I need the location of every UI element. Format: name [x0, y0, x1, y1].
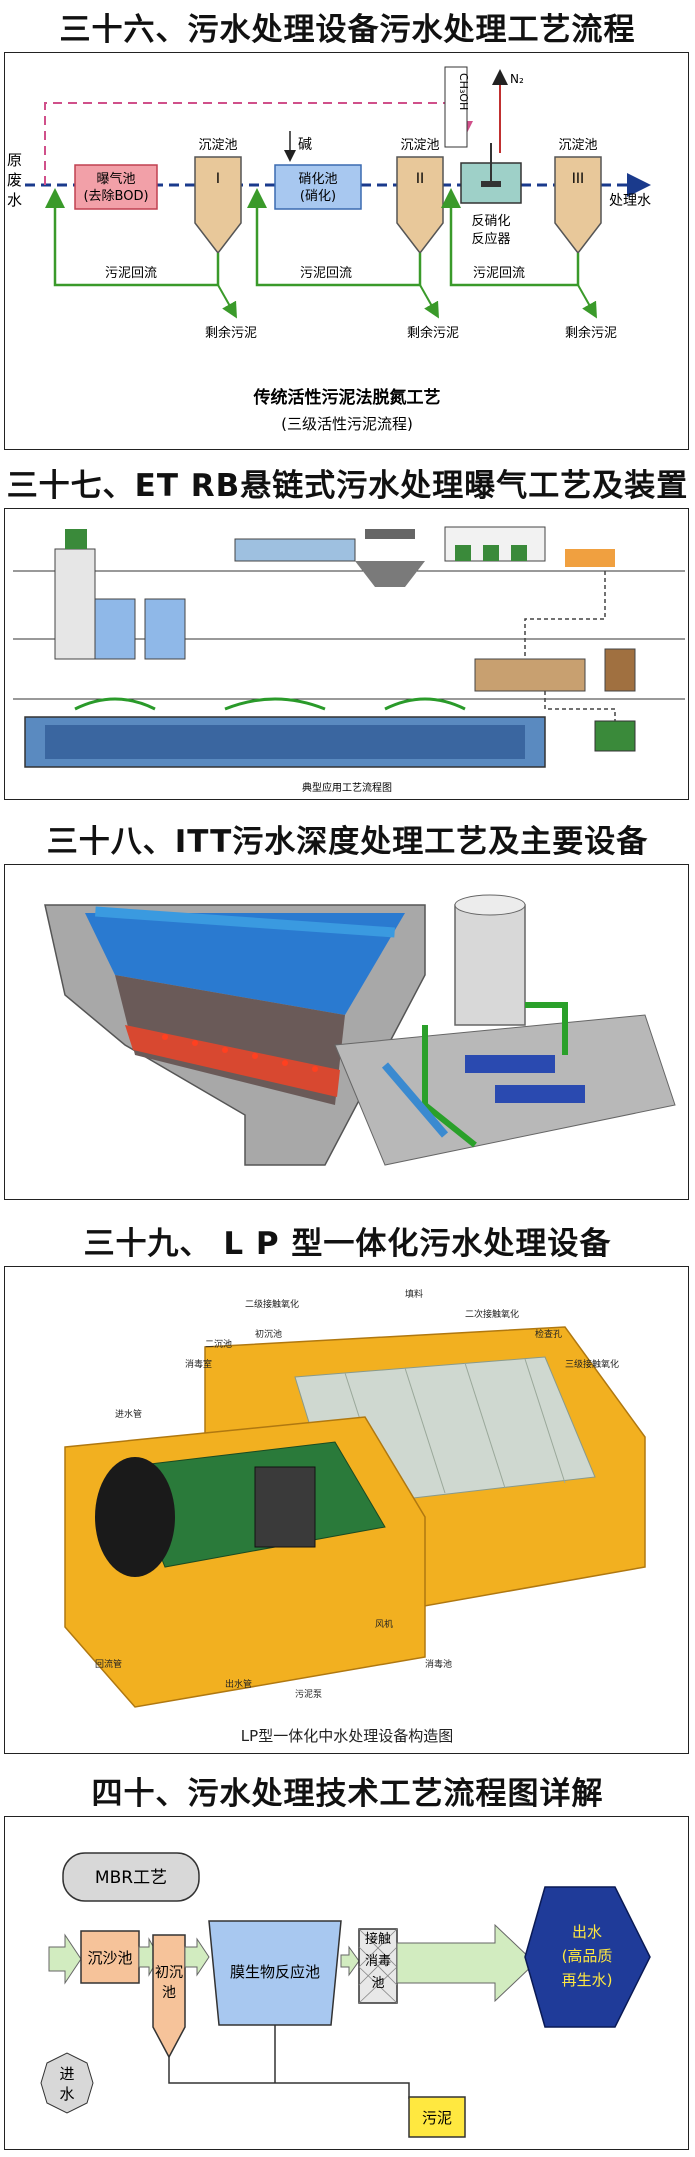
- grit-chamber-label: 沉沙池: [87, 1949, 132, 1967]
- mbr-label: MBR工艺: [95, 1868, 167, 1888]
- panel-lp-integrated: 二级接触氧化 填料 二次接触氧化 初沉池 二沉池 消毒室 检查孔 三级接触氧化 …: [4, 1266, 689, 1754]
- storage-silo: [454, 904, 526, 1026]
- section-title-36: 三十六、污水处理设备污水处理工艺流程: [59, 12, 636, 48]
- sludge-return-label-1: 污泥回流: [105, 266, 157, 281]
- nitrification-tank: [274, 164, 362, 210]
- denitrification-label: 反硝化反应器: [471, 214, 510, 247]
- tank-numeral-2: II: [416, 171, 424, 187]
- nitrification-tank-label: 硝化池(硝化): [298, 172, 337, 204]
- activated-sludge-diagram: 原废水 曝气池(去除BOD) 沉淀池 I 碱 硝化池(硝化) 沉淀池 II CH…: [7, 66, 651, 433]
- panel-itt-treatment: [4, 864, 689, 1200]
- alkali-label: 碱: [298, 137, 312, 153]
- section-title-38: 三十八、ITT污水深度处理工艺及主要设备: [46, 824, 649, 860]
- grit-chamber: [80, 1930, 140, 1984]
- excess-sludge-label-3: 剩余污泥: [565, 325, 617, 341]
- settling-label-1: 沉淀池: [198, 138, 237, 153]
- inlet-node: [40, 2052, 94, 2114]
- primary-tank: [152, 1934, 186, 2059]
- sludge-return-label-2: 污泥回流: [300, 266, 352, 281]
- inlet-well: [54, 548, 96, 660]
- panel-etrb-aeration: 典型应用工艺流程图: [4, 508, 689, 800]
- svg-text:出水管: 出水管: [225, 1678, 252, 1690]
- section-title-39: 三十九、 L P 型一体化污水处理设备: [83, 1226, 612, 1262]
- mbr-badge: [62, 1852, 200, 1902]
- pump-2: [495, 1085, 585, 1103]
- outlet-label: 出水(高品质再生水): [562, 1923, 613, 1989]
- pump-1: [465, 1055, 555, 1073]
- outlet-node: [524, 1886, 651, 2028]
- settling-tank-1: [194, 156, 242, 255]
- section-title-40: 四十、污水处理技术工艺流程图详解: [91, 1776, 604, 1812]
- lp-part-labels: 二级接触氧化 填料 二次接触氧化 初沉池 二沉池 消毒室 检查孔 三级接触氧化 …: [95, 1288, 619, 1700]
- sludge-box: [408, 2096, 466, 2138]
- panel-activated-sludge-flow: 原废水 曝气池(去除BOD) 沉淀池 I 碱 硝化池(硝化) 沉淀池 II CH…: [4, 52, 689, 450]
- svg-text:二级接触氧化: 二级接触氧化: [245, 1298, 299, 1310]
- svg-text:三级接触氧化: 三级接触氧化: [565, 1358, 619, 1370]
- clarifier-top: [234, 538, 356, 562]
- diagram-caption-title: 传统活性污泥法脱氮工艺: [253, 387, 441, 408]
- nitrogen-label: N₂: [510, 72, 524, 86]
- middle-tank: [474, 658, 586, 692]
- svg-text:初沉池: 初沉池: [255, 1328, 282, 1340]
- svg-text:回流管: 回流管: [95, 1658, 122, 1670]
- excess-sludge-label-2: 剩余污泥: [407, 325, 459, 341]
- inlet-label: 进水: [59, 2065, 74, 2103]
- tank-numeral-1: I: [216, 171, 220, 187]
- svg-text:消毒池: 消毒池: [425, 1658, 452, 1670]
- svg-text:填料: 填料: [405, 1288, 423, 1300]
- water-surface: [85, 913, 405, 1015]
- svg-text:检查孔: 检查孔: [535, 1328, 562, 1340]
- diagram-caption-subtitle: (三级活性污泥流程): [281, 415, 413, 433]
- lp-equipment-illustration: 二级接触氧化 填料 二次接触氧化 初沉池 二沉池 消毒室 检查孔 三级接触氧化 …: [5, 1267, 688, 1753]
- svg-text:二沉池: 二沉池: [205, 1338, 232, 1350]
- membrane-bioreactor: [208, 1920, 342, 2026]
- disinfection-label: 接触消毒池: [365, 1931, 391, 1991]
- outlet-arrow: [396, 1923, 536, 2003]
- settling-tank-3: [554, 156, 602, 255]
- svg-text:二次接触氧化: 二次接触氧化: [465, 1308, 519, 1320]
- svg-text:污泥泵: 污泥泵: [295, 1688, 322, 1700]
- excess-sludge-label-1: 剩余污泥: [205, 325, 257, 341]
- membrane-bioreactor-label: 膜生物反应池: [230, 1963, 320, 1981]
- methanol-feed-box: [444, 66, 468, 148]
- methanol-label: CH₃OH: [457, 73, 470, 110]
- end-cap: [95, 1457, 175, 1577]
- settling-tank-2: [396, 156, 444, 255]
- etrb-process-diagram: 典型应用工艺流程图: [13, 526, 685, 794]
- sludge-return-1: [45, 188, 220, 287]
- blower: [594, 720, 636, 752]
- svg-text:风机: 风机: [375, 1618, 393, 1630]
- raw-water-label: 原废水: [7, 151, 22, 209]
- svg-text:进水管: 进水管: [115, 1408, 142, 1420]
- svg-text:消毒室: 消毒室: [185, 1358, 212, 1370]
- etrb-caption: 典型应用工艺流程图: [302, 781, 392, 794]
- itt-equipment-illustration: [44, 894, 676, 1166]
- settling-label-3: 沉淀池: [558, 138, 597, 153]
- settling-label-2: 沉淀池: [400, 138, 439, 153]
- sludge-return-label-3: 污泥回流: [473, 266, 525, 281]
- tank-numeral-3: III: [572, 171, 584, 187]
- primary-tank-label: 初沉池: [155, 1964, 183, 2001]
- mbr-process-diagram: MBR工艺 沉沙池 初沉池 膜生物反应池 接触消毒池 出水(高品质再生水): [40, 1852, 651, 2138]
- lp-caption: LP型一体化中水处理设备构造图: [241, 1727, 453, 1745]
- aeration-tank: [74, 164, 158, 210]
- sludge-label: 污泥: [422, 2109, 452, 2127]
- section-title-37: 三十七、ET RB悬链式污水处理曝气工艺及装置: [6, 468, 689, 504]
- sludge-return-3: [441, 188, 580, 287]
- panel-mbr-process: MBR工艺 沉沙池 初沉池 膜生物反应池 接触消毒池 出水(高品质再生水): [4, 1816, 689, 2150]
- aeration-tank-label: 曝气池(去除BOD): [83, 171, 148, 204]
- sludge-return-2: [247, 188, 422, 287]
- treated-water-label: 处理水: [609, 193, 651, 209]
